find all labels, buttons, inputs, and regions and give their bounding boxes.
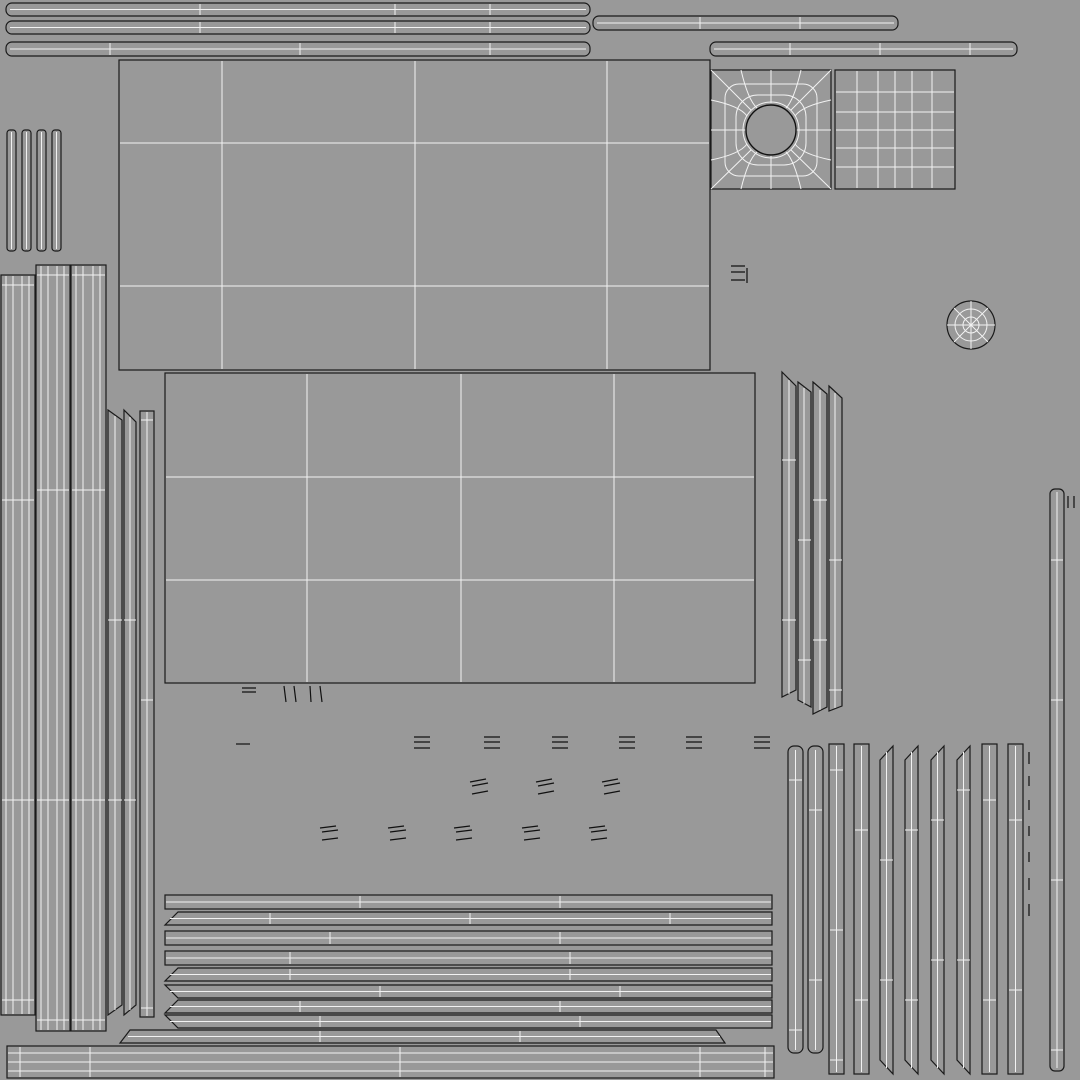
uv-slant-3 [812, 380, 828, 715]
uv-strip-bottom-7 [163, 999, 773, 1014]
uv-strip-top-1 [5, 2, 591, 17]
uv-small-clip [731, 265, 748, 283]
uv-column-6 [139, 410, 155, 1018]
right-vertical-strips [787, 743, 1024, 1076]
uv-column-5 [123, 408, 137, 1017]
uv-clip-row-2 [469, 778, 621, 795]
uv-column-3 [70, 264, 107, 1032]
uv-column-far-right [1049, 488, 1075, 1072]
uv-strip-bottom-5 [163, 967, 773, 982]
uv-column-1 [0, 274, 36, 1016]
uv-strip-bottom-4 [164, 950, 773, 966]
uv-slant-2 [797, 380, 812, 709]
uv-vstrip-3 [828, 743, 845, 1075]
uv-clip-a [242, 687, 256, 693]
disc-icon [946, 300, 996, 350]
small-clips [236, 685, 1030, 916]
uv-strip-bottom-10 [6, 1045, 775, 1079]
uv-column-2 [35, 264, 71, 1032]
uv-strip-bottom-8 [163, 1014, 773, 1029]
uv-panel-upper [118, 59, 711, 371]
mid-slanted-strips [781, 370, 843, 715]
uv-strip-small-2 [21, 129, 32, 252]
uv-strip-small-4 [51, 129, 62, 252]
uv-clip-b [283, 685, 323, 703]
bottom-strips [6, 894, 775, 1079]
uv-panel-lower [164, 372, 756, 684]
uv-strip-small-3 [36, 129, 47, 252]
uv-strip-small-1 [6, 129, 17, 252]
uv-vstrip-6 [904, 744, 919, 1076]
uv-strip-bottom-6 [163, 984, 773, 999]
uv-square-grid [834, 69, 956, 190]
uv-strip-bottom-9 [118, 1029, 727, 1044]
uv-vstrip-4 [853, 743, 870, 1075]
uv-strip-bottom-1 [164, 894, 773, 910]
top-strips [5, 2, 1018, 57]
left-small-strips [6, 129, 62, 252]
uv-clip-row-3 [319, 825, 608, 841]
uv-clip-row-1 [414, 736, 770, 749]
uv-vstrip-7 [930, 744, 945, 1076]
uv-vstrip-8 [956, 744, 971, 1076]
uv-vstrip-1 [787, 745, 804, 1054]
uv-slant-1 [781, 370, 797, 698]
uv-strip-bottom-3 [164, 930, 773, 946]
uv-vstrip-2 [807, 745, 824, 1054]
uv-strip-top-2 [5, 20, 591, 35]
uv-vstrip-9 [981, 743, 998, 1075]
uv-strip-top-3 [5, 41, 591, 57]
uv-strip-top-4 [592, 15, 899, 31]
uv-strip-top-5 [709, 41, 1018, 57]
uv-square-hole [710, 69, 832, 190]
left-tall-columns [0, 264, 155, 1032]
uv-vstrip-10 [1007, 743, 1024, 1075]
uv-strip-bottom-2 [163, 911, 773, 926]
uv-slant-4 [828, 384, 843, 712]
uv-column-4 [107, 408, 123, 1017]
circular-hole-icon [745, 104, 797, 156]
uv-vstrip-5 [879, 744, 894, 1076]
